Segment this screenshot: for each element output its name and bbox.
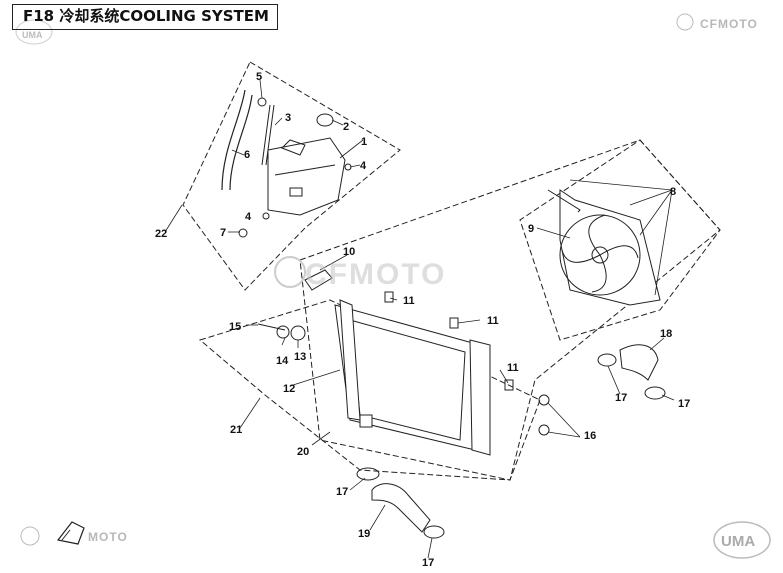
bracket-11c <box>504 379 514 391</box>
bolt-4b <box>262 212 270 220</box>
callout-14: 14 <box>276 355 289 367</box>
callout-11c: 11 <box>507 362 519 374</box>
reservoir-tube <box>261 104 275 166</box>
coolant-reservoir <box>267 137 346 216</box>
bracket-11a <box>384 291 394 303</box>
callout-16: 16 <box>584 430 596 442</box>
cfmoto-logo-icon-bl <box>20 526 40 546</box>
leader-lines <box>164 79 675 559</box>
callout-12: 12 <box>283 383 295 395</box>
uma-logo-icon <box>713 521 771 559</box>
callout-11a: 11 <box>403 295 415 307</box>
bolt-15 <box>257 323 286 331</box>
callout-11b: 11 <box>487 315 499 327</box>
brand-top-left: UMA <box>22 30 43 40</box>
bolt-5 <box>257 97 267 107</box>
callout-17d: 17 <box>422 557 434 569</box>
callout-4: 4 <box>360 160 367 172</box>
cooling-fan <box>547 189 661 306</box>
brand-bottom-left: MOTO <box>88 530 128 544</box>
callout-22: 22 <box>155 228 167 240</box>
uma-logo-icon-tl <box>15 19 53 45</box>
callout-5: 5 <box>256 71 262 83</box>
callout-17a: 17 <box>615 392 627 404</box>
callout-7: 7 <box>220 227 226 239</box>
callout-20: 20 <box>297 446 309 458</box>
washer-14 <box>276 325 290 339</box>
callout-10: 10 <box>343 246 355 258</box>
callout-9: 9 <box>528 223 534 235</box>
callout-1: 1 <box>361 136 367 148</box>
hose-clamp-2 <box>644 386 666 400</box>
callout-18: 18 <box>660 328 672 340</box>
assembly-outline-21 <box>198 299 541 481</box>
callout-19: 19 <box>358 528 370 540</box>
callout-labels: 1 2 3 4 4 5 6 7 8 9 10 11 11 11 12 13 14… <box>155 71 690 569</box>
callout-8: 8 <box>670 186 676 198</box>
callout-17c: 17 <box>336 486 348 498</box>
reservoir-cap <box>316 113 334 127</box>
callout-4b: 4 <box>245 211 252 223</box>
callout-17b: 17 <box>678 398 690 410</box>
brand-top-right: CFMOTO <box>700 17 758 31</box>
grommet-16b <box>538 424 550 436</box>
assembly-outline-20 <box>299 139 721 481</box>
brand-bottom-right: UMA <box>721 533 756 550</box>
bolt-7 <box>238 228 248 238</box>
hose-clamp-3 <box>356 467 380 481</box>
grommet-16a <box>538 394 550 406</box>
radiator <box>334 299 491 456</box>
brand-watermark: CFMOTO <box>305 258 447 291</box>
bracket-11b <box>449 317 459 329</box>
assembly-outline-22 <box>182 61 401 291</box>
lower-radiator-hose <box>371 483 431 533</box>
cfmoto-logo-icon-wm <box>274 256 306 288</box>
callout-15: 15 <box>229 321 241 333</box>
callout-3: 3 <box>285 112 291 124</box>
hose-clamp-4 <box>423 525 445 539</box>
overflow-hose <box>221 89 253 191</box>
cfmoto-logo-icon <box>676 13 694 31</box>
grommet-13 <box>290 325 306 341</box>
callout-6: 6 <box>244 149 250 161</box>
cap-bracket-10 <box>304 269 333 291</box>
callout-13: 13 <box>294 351 306 363</box>
callout-21: 21 <box>230 424 242 436</box>
upper-radiator-hose <box>619 344 659 381</box>
page-title: F18 冷却系统COOLING SYSTEM <box>12 4 278 30</box>
callout-2: 2 <box>343 121 349 133</box>
hose-clamp-1 <box>597 353 617 367</box>
arrow-left-icon <box>56 521 85 545</box>
